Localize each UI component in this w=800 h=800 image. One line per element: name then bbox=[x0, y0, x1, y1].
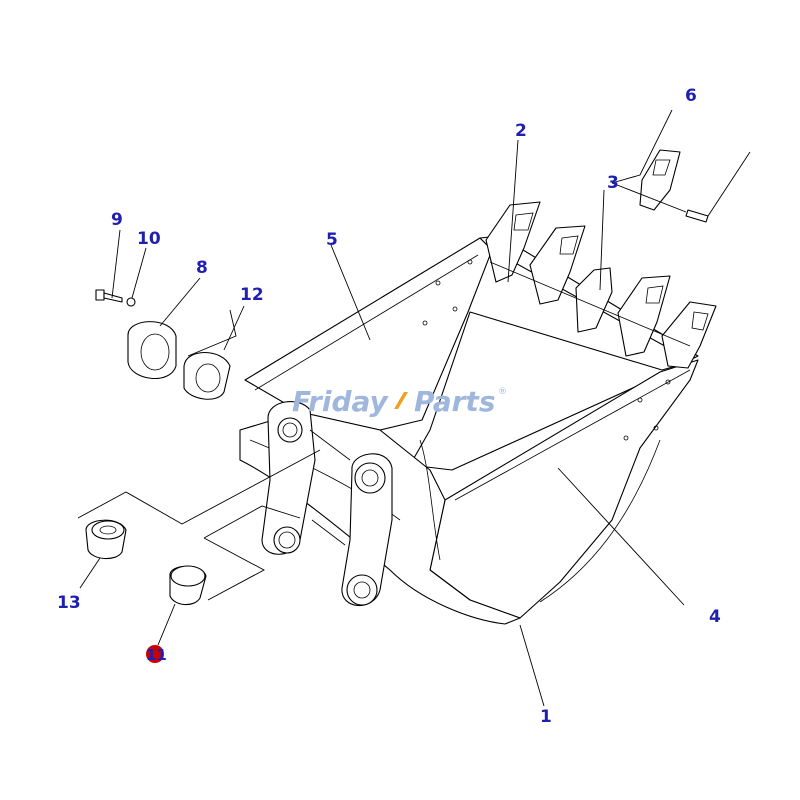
bolt-9 bbox=[95, 289, 123, 303]
bucket-assembly bbox=[239, 235, 699, 625]
callout-8-label[interactable]: 8 bbox=[196, 258, 208, 278]
bushing-11 bbox=[169, 565, 207, 606]
washer-10 bbox=[126, 297, 136, 307]
tooth bbox=[485, 201, 541, 283]
tooth-pin bbox=[685, 209, 709, 223]
tooth bbox=[575, 267, 613, 333]
watermark-mark: ® bbox=[498, 387, 507, 397]
watermark: Friday Parts ® bbox=[292, 385, 507, 418]
callout-3[interactable]: 3 bbox=[607, 173, 619, 193]
spare-tooth-assembly bbox=[611, 149, 709, 223]
assembly-guides bbox=[77, 309, 321, 601]
shim-12 bbox=[183, 352, 231, 400]
bracket-right bbox=[341, 453, 393, 607]
callout-10[interactable]: 10 bbox=[137, 229, 161, 249]
callouts: 5 2 3 6 4 1 9 10 8 8 12 13 11 bbox=[57, 86, 721, 727]
bushing-13 bbox=[85, 519, 127, 560]
side-plate-holes bbox=[422, 259, 671, 441]
callout-11[interactable]: 11 bbox=[146, 646, 167, 664]
callout-2[interactable]: 2 bbox=[515, 121, 527, 141]
callout-9[interactable]: 9 bbox=[111, 210, 123, 230]
callout-13[interactable]: 13 bbox=[57, 593, 81, 613]
callout-12[interactable]: 12 bbox=[240, 285, 264, 305]
bucket-floor bbox=[409, 311, 691, 471]
watermark-text-a: Friday bbox=[292, 385, 390, 418]
callout-11-highlight bbox=[146, 645, 164, 663]
tooth bbox=[639, 149, 681, 211]
watermark-swoosh-icon bbox=[394, 392, 408, 409]
callout-5[interactable]: 5 bbox=[326, 230, 338, 250]
watermark-text-b: Parts bbox=[414, 385, 495, 418]
callout-6[interactable]: 6 bbox=[685, 86, 697, 106]
bucket-teeth bbox=[485, 201, 717, 369]
tooth bbox=[617, 275, 671, 357]
tooth bbox=[661, 301, 717, 369]
callout-4[interactable]: 4 bbox=[709, 607, 721, 627]
shim-8 bbox=[127, 321, 177, 380]
leader-lines bbox=[79, 109, 751, 707]
callout-1[interactable]: 1 bbox=[540, 707, 552, 727]
